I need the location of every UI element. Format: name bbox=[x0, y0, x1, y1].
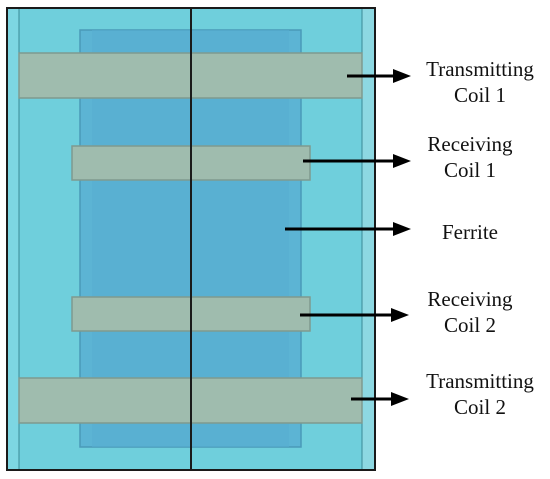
arrow-receiving-coil-1 bbox=[303, 154, 411, 168]
arrow-receiving-coil-2 bbox=[300, 308, 409, 322]
label-line1: Receiving bbox=[427, 132, 513, 156]
label-line1: Transmitting bbox=[426, 57, 534, 81]
arrow-transmitting-coil-1 bbox=[347, 69, 411, 83]
label-line1: Ferrite bbox=[442, 220, 498, 244]
label-transmitting-coil-1: Transmitting Coil 1 bbox=[415, 56, 545, 108]
outer-housing-left-strip bbox=[6, 7, 20, 471]
label-line2: Coil 1 bbox=[444, 158, 496, 182]
label-line2: Coil 2 bbox=[454, 395, 506, 419]
arrow-transmitting-coil-2 bbox=[351, 392, 409, 406]
label-ferrite: Ferrite bbox=[420, 219, 520, 245]
label-receiving-coil-2: Receiving Coil 2 bbox=[415, 286, 525, 338]
label-receiving-coil-1: Receiving Coil 1 bbox=[415, 131, 525, 183]
label-line2: Coil 1 bbox=[454, 83, 506, 107]
label-transmitting-coil-2: Transmitting Coil 2 bbox=[415, 368, 545, 420]
label-line1: Transmitting bbox=[426, 369, 534, 393]
outer-outline bbox=[6, 7, 376, 471]
label-line1: Receiving bbox=[427, 287, 513, 311]
label-line2: Coil 2 bbox=[444, 313, 496, 337]
arrow-ferrite bbox=[285, 222, 411, 236]
